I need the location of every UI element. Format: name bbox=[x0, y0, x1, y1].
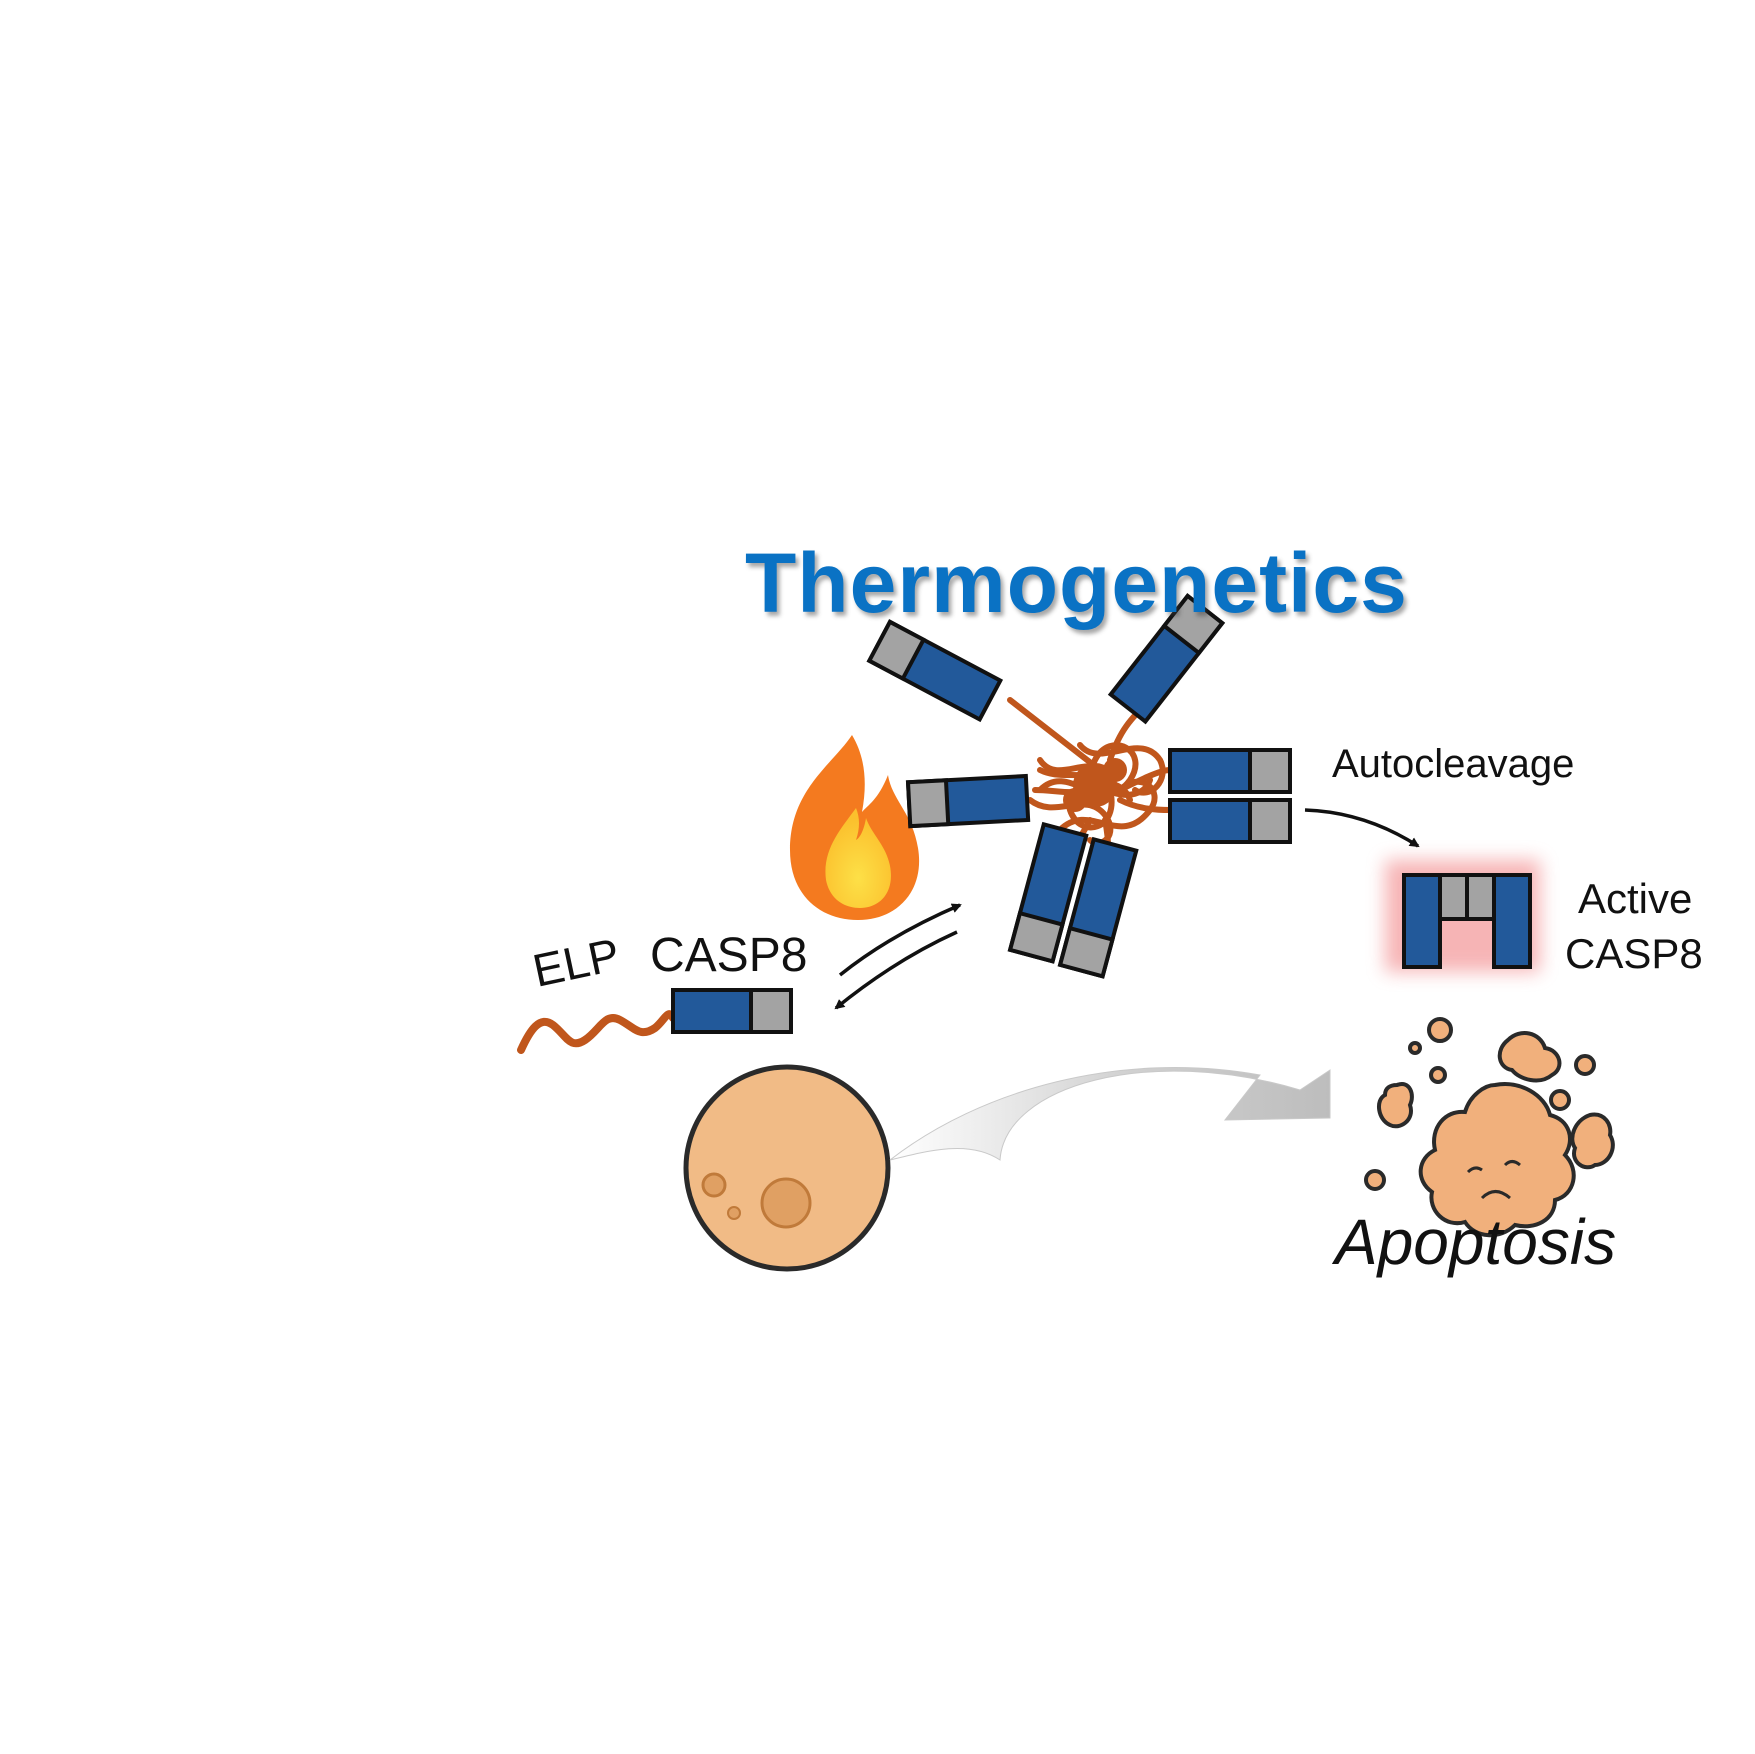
active-casp8-icon bbox=[1385, 860, 1540, 972]
healthy-cell-icon bbox=[683, 1064, 891, 1272]
oligomer-casp8-top-right bbox=[1107, 593, 1226, 725]
autocleavage-arrow bbox=[1304, 808, 1420, 848]
elp-core-knot bbox=[1063, 758, 1127, 812]
assembly-arrow bbox=[838, 903, 962, 977]
casp8-label: CASP8 bbox=[650, 929, 808, 982]
oligomer-casp8-right-upper bbox=[1168, 748, 1292, 794]
active-label: Active bbox=[1578, 875, 1693, 922]
autocleavage-label: Autocleavage bbox=[1332, 742, 1575, 786]
oligomer-casp8-top-left bbox=[866, 619, 1004, 723]
oligomer-casp8-left bbox=[905, 773, 1031, 829]
flame-icon bbox=[790, 735, 920, 920]
transition-arrow-icon bbox=[889, 1067, 1331, 1161]
oligomer-casp8-bottom-left bbox=[1007, 821, 1089, 964]
active-casp8-label: CASP8 bbox=[1565, 930, 1703, 977]
apoptotic-cell-icon bbox=[1364, 1017, 1615, 1238]
apoptosis-label: Apoptosis bbox=[1335, 1206, 1617, 1278]
diagram-title: Thermogenetics bbox=[745, 536, 1408, 630]
elp-chain bbox=[517, 1010, 677, 1054]
oligomer-casp8-right-lower bbox=[1168, 798, 1292, 844]
disassembly-arrow bbox=[834, 930, 958, 1010]
monomer-casp8 bbox=[671, 988, 793, 1034]
oligomer-casp8-bottom-right bbox=[1057, 836, 1139, 979]
